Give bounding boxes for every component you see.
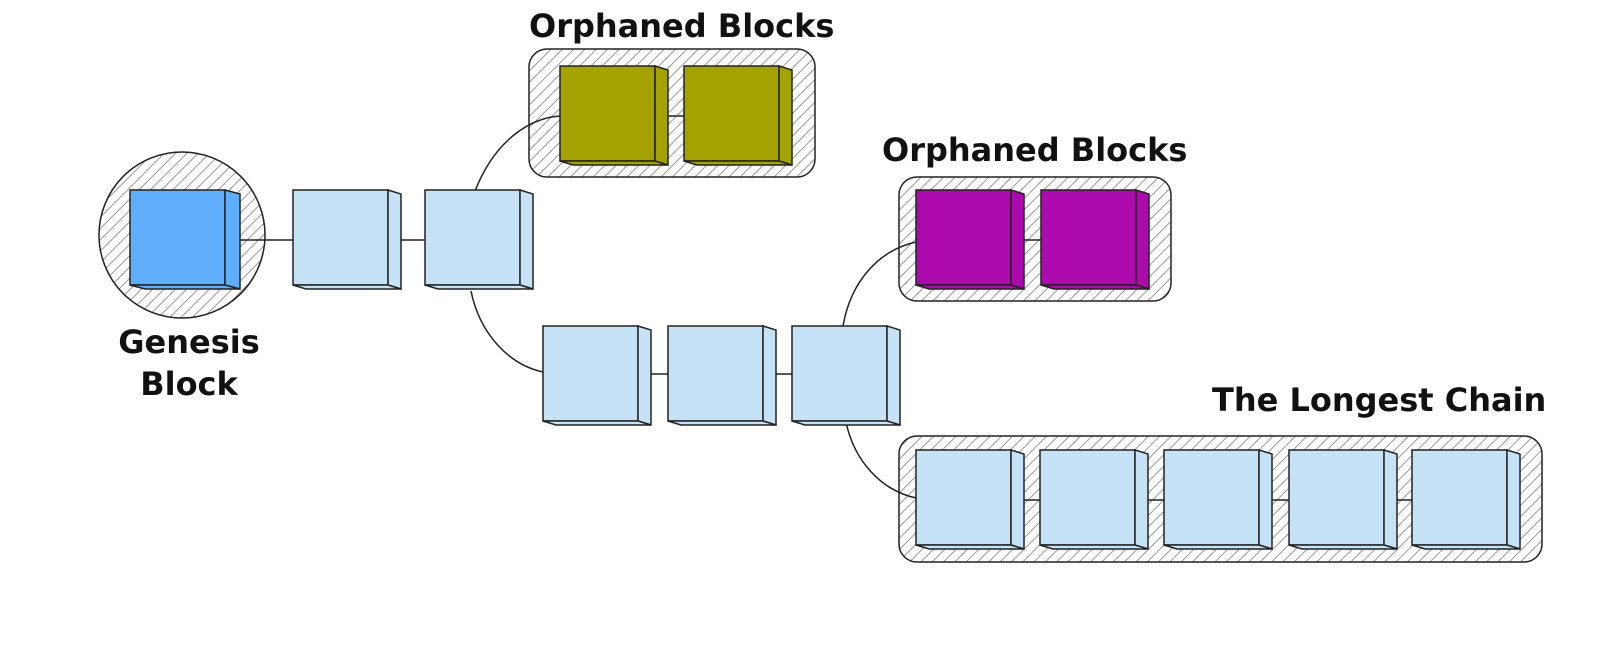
connectors	[240, 115, 1412, 501]
genesis-block-label: Genesis Block	[114, 322, 264, 405]
block-longest-4	[1288, 448, 1398, 551]
block-orphan-middle-2	[1040, 188, 1150, 291]
fork-to-orphan-middle	[842, 241, 917, 327]
longest-chain-label: The Longest Chain	[1212, 381, 1547, 419]
block-genesis	[129, 189, 241, 290]
block-orphan-middle-1	[915, 188, 1025, 291]
block-main-1	[542, 324, 652, 427]
block-longest-2	[1039, 448, 1149, 551]
block-orphan-top-1	[559, 64, 669, 167]
fork-to-longest-chain	[845, 421, 917, 499]
block-orphan-top-2	[683, 64, 793, 167]
fork-to-main-branch	[470, 290, 544, 373]
block-longest-1	[915, 448, 1025, 551]
block-main-3	[791, 324, 901, 427]
orphaned-blocks-top-label: Orphaned Blocks	[529, 7, 835, 45]
orphaned-blocks-middle-label: Orphaned Blocks	[882, 131, 1188, 169]
genesis-label-line1: Genesis	[118, 323, 260, 361]
block-longest-5	[1411, 448, 1521, 551]
block-main-2	[667, 324, 777, 427]
block-chain-1	[292, 188, 402, 291]
block-chain-2	[424, 188, 534, 291]
block-longest-3	[1163, 448, 1273, 551]
fork-to-orphan-top	[474, 115, 561, 192]
genesis-label-line2: Block	[140, 364, 238, 403]
